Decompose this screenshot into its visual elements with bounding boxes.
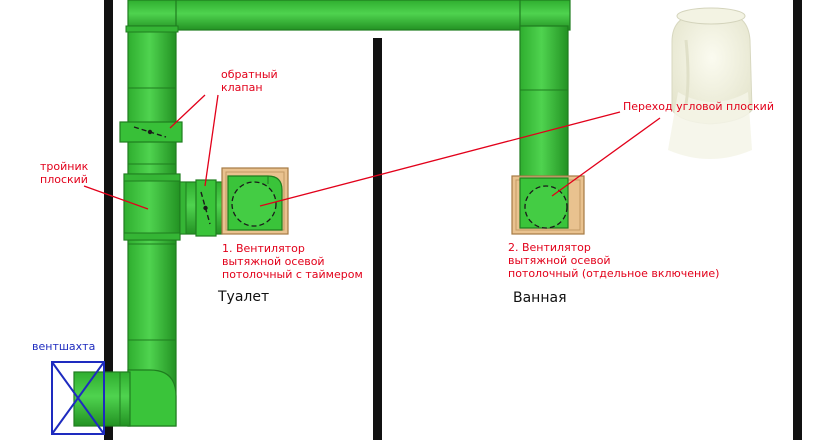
annotation-leaders xyxy=(83,94,661,210)
bottom-elbow-duct xyxy=(73,369,177,427)
wall-left xyxy=(104,0,113,440)
corner-elbow-photo-icon xyxy=(655,0,785,168)
wall-middle xyxy=(373,38,382,440)
wall-right xyxy=(793,0,802,440)
room-bathroom-label: Ванная xyxy=(513,290,567,306)
top-duct xyxy=(127,0,571,31)
flat-tee xyxy=(123,173,181,241)
shaft-cross-icon xyxy=(51,361,105,435)
check-valve-vertical xyxy=(119,121,183,143)
shaft-label: вентшахта xyxy=(32,340,96,353)
check-valve-label: обратный клапан xyxy=(221,68,278,94)
walls xyxy=(104,0,802,440)
corner-elbow-label: Переход угловой плоский xyxy=(623,100,774,113)
fan1-label: 1. Вентилятор вытяжной осевой потолочный… xyxy=(222,242,363,281)
fan2-unit xyxy=(511,175,585,235)
fan2-label: 2. Вентилятор вытяжной осевой потолочный… xyxy=(508,241,720,280)
tee-label: тройник плоский xyxy=(40,160,89,186)
right-riser-duct xyxy=(519,25,569,179)
branch-duct-fan1 xyxy=(179,179,223,237)
room-toilet-label: Туалет xyxy=(218,289,270,305)
